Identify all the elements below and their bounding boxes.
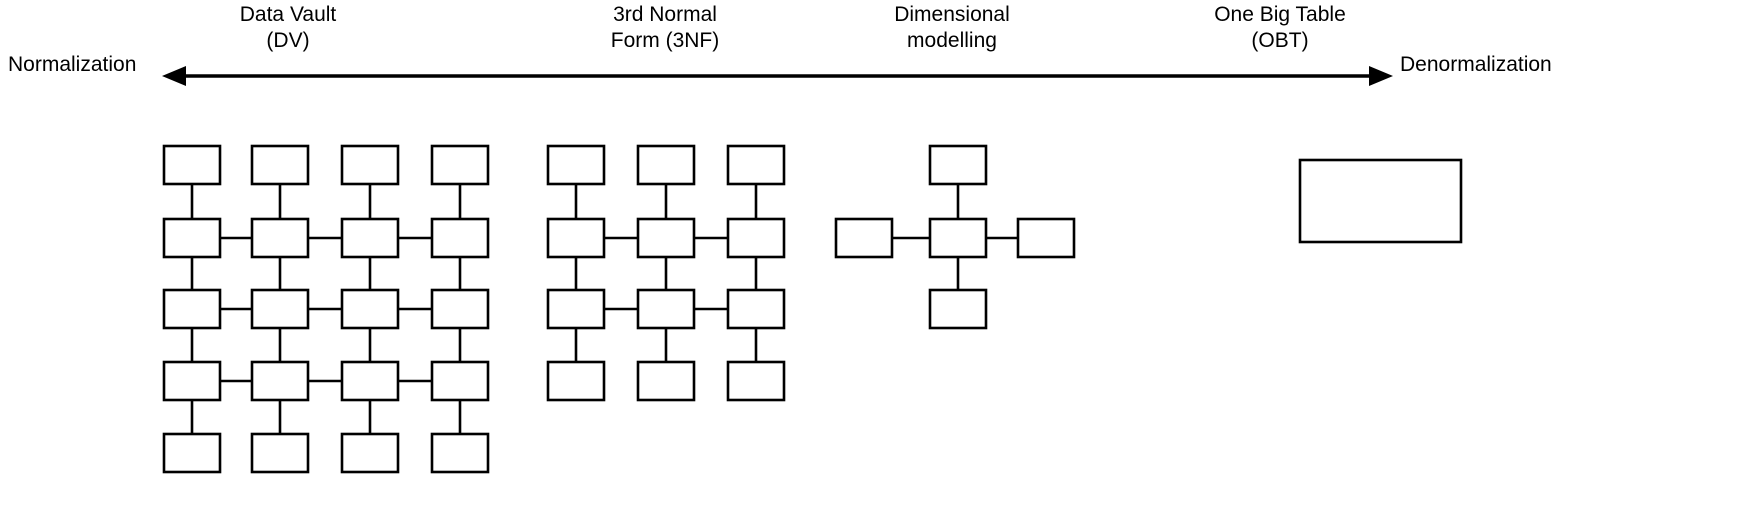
- table-node: [162, 432, 222, 474]
- table-node: [546, 288, 606, 330]
- table-node: [340, 432, 400, 474]
- category-label-one-big-table: One Big Table (OBT): [1214, 3, 1346, 52]
- table-node: [636, 217, 696, 259]
- table-node: [340, 288, 400, 330]
- table-node: [546, 360, 606, 402]
- table-node: [430, 432, 490, 474]
- table-node: [546, 217, 606, 259]
- table-node: [636, 288, 696, 330]
- table-node: [340, 144, 400, 186]
- table-node: [430, 288, 490, 330]
- table-node: [250, 360, 310, 402]
- table-node: [162, 360, 222, 402]
- table-node: [250, 144, 310, 186]
- table-node: [726, 288, 786, 330]
- table-node: [726, 360, 786, 402]
- data-vault-schematic: [162, 144, 490, 474]
- table-node: [162, 217, 222, 259]
- table-node: [340, 360, 400, 402]
- table-node: [430, 360, 490, 402]
- table-node: [726, 144, 786, 186]
- table-node: [340, 217, 400, 259]
- table-node: [250, 432, 310, 474]
- dimension-table-node: [928, 144, 988, 186]
- one-big-table-node: [1298, 158, 1463, 244]
- dimensional-modelling-schematic: [834, 144, 1076, 330]
- table-node: [636, 360, 696, 402]
- dimension-table-node: [834, 217, 894, 259]
- one-big-table-schematic: [1298, 158, 1463, 244]
- table-node: [162, 288, 222, 330]
- table-node: [546, 144, 606, 186]
- dimension-table-node: [928, 288, 988, 330]
- category-label-data-vault: Data Vault (DV): [239, 3, 337, 52]
- dimension-table-node: [1016, 217, 1076, 259]
- third-normal-form-schematic: [546, 144, 786, 402]
- category-label-dimensional-modelling: Dimensional modelling: [894, 3, 1010, 52]
- double-headed-arrow-icon: [162, 66, 1393, 86]
- axis-label-normalization: Normalization: [8, 53, 137, 76]
- table-node: [250, 288, 310, 330]
- table-node: [726, 217, 786, 259]
- table-node: [430, 144, 490, 186]
- table-node: [636, 144, 696, 186]
- table-node: [162, 144, 222, 186]
- table-node: [250, 217, 310, 259]
- category-label-third-normal-form: 3rd Normal Form (3NF): [610, 3, 720, 52]
- table-node: [430, 217, 490, 259]
- axis-label-denormalization: Denormalization: [1400, 53, 1552, 76]
- fact-table-node: [928, 217, 988, 259]
